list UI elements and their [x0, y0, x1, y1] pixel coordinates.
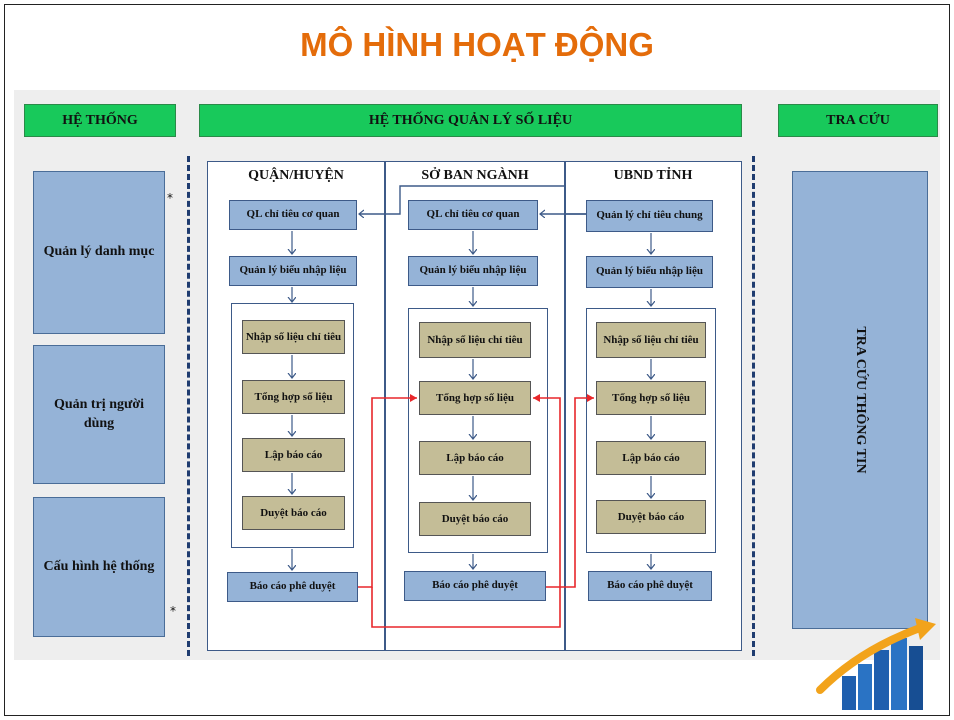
- box-bao-cao-phe-duyet: Báo cáo phê duyệt: [227, 572, 358, 602]
- header-he-thong: HỆ THỐNG: [24, 104, 176, 137]
- step-nhap-so-lieu: Nhập số liệu chỉ tiêu: [419, 322, 531, 358]
- page-title: MÔ HÌNH HOẠT ĐỘNG: [300, 26, 654, 63]
- step-tong-hop-so-lieu: Tổng hợp số liệu: [596, 381, 706, 415]
- separator-left: [187, 156, 190, 656]
- box-ql-chi-tieu-co-quan: QL chỉ tiêu cơ quan: [229, 200, 357, 230]
- box-quan-ly-bieu-nhap-lieu: Quản lý biểu nhập liệu: [229, 256, 357, 286]
- box-quan-ly-chi-tieu-chung: Quản lý chỉ tiêu chung: [586, 200, 713, 232]
- bar-chart-arrow-logo: [816, 618, 936, 710]
- process-group: [231, 303, 354, 548]
- left-box-cau-hinh-he-thong: Cấu hình hệ thống: [33, 497, 165, 637]
- star-mark: *: [167, 191, 173, 205]
- step-lap-bao-cao: Lập báo cáo: [596, 441, 706, 475]
- step-duyet-bao-cao: Duyệt báo cáo: [242, 496, 345, 530]
- separator-right: [752, 156, 755, 656]
- step-duyet-bao-cao: Duyệt báo cáo: [596, 500, 706, 534]
- column-title: UBND TỈNH: [613, 168, 693, 183]
- left-box-quan-tri-nguoi-dung: Quản trị người dùng: [33, 345, 165, 484]
- step-nhap-so-lieu: Nhập số liệu chỉ tiêu: [596, 322, 706, 358]
- step-lap-bao-cao: Lập báo cáo: [242, 438, 345, 472]
- panel-tra-cuu-thong-tin: TRA CỨU THÔNG TIN: [792, 171, 928, 629]
- step-tong-hop-so-lieu: Tổng hợp số liệu: [242, 380, 345, 414]
- column-title: SỞ BAN NGÀNH: [421, 168, 529, 183]
- step-nhap-so-lieu: Nhập số liệu chỉ tiêu: [242, 320, 345, 354]
- red-flow-arrows: [358, 394, 594, 628]
- step-tong-hop-so-lieu: Tổng hợp số liệu: [419, 381, 531, 415]
- chi-tieu-distribution-arrows: [359, 185, 586, 214]
- box-ql-chi-tieu-co-quan: QL chỉ tiêu cơ quan: [408, 200, 538, 230]
- box-bao-cao-phe-duyet: Báo cáo phê duyệt: [588, 571, 712, 601]
- box-quan-ly-bieu-nhap-lieu: Quản lý biểu nhập liệu: [586, 256, 713, 288]
- star-mark: *: [170, 604, 176, 618]
- header-tra-cuu: TRA CỨU: [778, 104, 938, 137]
- step-duyet-bao-cao: Duyệt báo cáo: [419, 502, 531, 536]
- left-box-quan-ly-danh-muc: Quản lý danh mục: [33, 171, 165, 334]
- box-bao-cao-phe-duyet: Báo cáo phê duyệt: [404, 571, 546, 601]
- box-quan-ly-bieu-nhap-lieu: Quản lý biểu nhập liệu: [408, 256, 538, 286]
- step-lap-bao-cao: Lập báo cáo: [419, 441, 531, 475]
- process-group: [408, 308, 548, 553]
- process-group: [586, 308, 716, 553]
- header-quan-ly-so-lieu: HỆ THỐNG QUẢN LÝ SỐ LIỆU: [199, 104, 742, 137]
- column-title: QUẬN/HUYỆN: [248, 168, 344, 183]
